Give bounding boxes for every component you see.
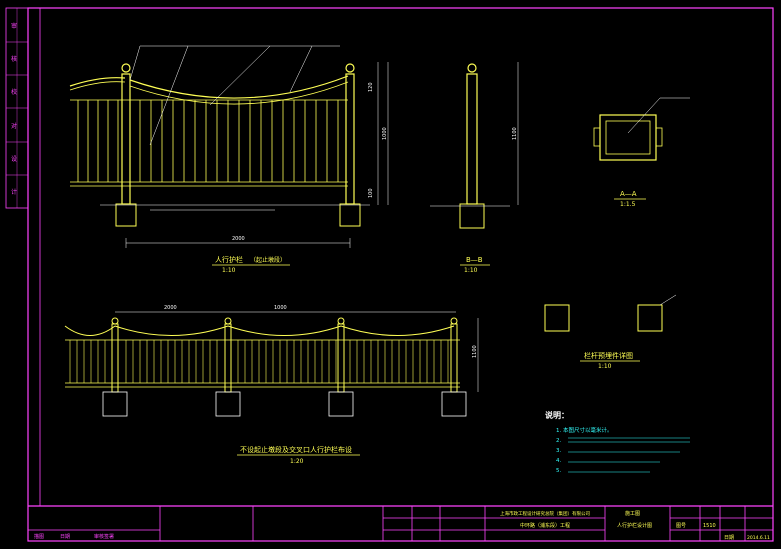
elev-post: [345, 73, 355, 205]
section-b-view: 1100 B—B 1:10: [430, 62, 519, 274]
note-item: 1. 本图尺寸以毫米计。: [556, 426, 613, 434]
dim-height: 1100: [472, 345, 478, 358]
left-binding-column: 审 核 校 对 设 计: [5, 7, 29, 209]
dim-height: 100: [368, 188, 374, 198]
layout-post: [224, 323, 232, 393]
layout-post-cap: [337, 317, 345, 325]
binding-label: 审: [11, 22, 17, 30]
section-a-lug: [655, 127, 663, 147]
dim-span: 1000: [274, 305, 287, 311]
detail-scale: 1:10: [598, 363, 612, 370]
layout-post-cap: [224, 317, 232, 325]
notes: 说明： 1. 本图尺寸以毫米计。 2. 3. 4. 5.: [545, 410, 690, 474]
elev-base: [339, 203, 361, 227]
layout-foundation: [215, 391, 241, 417]
detail-part: [637, 304, 663, 332]
elev-post-cap: [345, 63, 355, 73]
layout-scale: 1:20: [290, 458, 304, 465]
title-block-label: 审核签署: [94, 533, 114, 540]
leader-line: [659, 294, 677, 306]
elevation-view: 2000 120 1000 100 人行护栏 （起止墩段） 1:10: [69, 45, 389, 274]
layout-top-rail: [227, 325, 342, 336]
section-a-inner: [605, 120, 651, 155]
leader-line: [149, 45, 189, 146]
elev-top-rail: [69, 77, 126, 87]
dim-height: 120: [368, 82, 374, 92]
detail-title: 栏杆预埋件详图: [584, 351, 633, 360]
title-block-label: 描图: [34, 533, 44, 540]
leader-line: [289, 45, 313, 93]
note-item: 3.: [556, 448, 561, 454]
sheet-value: 1510: [703, 523, 716, 529]
elev-post: [121, 73, 131, 205]
section-post: [466, 73, 478, 205]
leader-line: [129, 45, 141, 81]
sheet-frame: [27, 7, 774, 542]
section-a-view: A—A 1:1.5: [593, 97, 690, 208]
layout-top-rail: [114, 325, 229, 336]
layout-rails: [64, 325, 460, 388]
date-value: 2014.6.11: [747, 535, 770, 541]
section-a-lug: [593, 127, 601, 147]
binding-label: 校: [11, 88, 17, 96]
elev-balusters: [77, 100, 339, 182]
elev-post-cap: [121, 63, 131, 73]
project-name: 中环路（浦东段）工程: [520, 522, 570, 529]
elev-top-rail: [69, 81, 126, 91]
title-block-label: 日期: [60, 534, 70, 540]
elevation-title: 人行护栏: [215, 255, 243, 264]
post-cap: [467, 63, 477, 73]
binding-label: 对: [11, 122, 17, 130]
detail-view: 栏杆预埋件详图 1:10: [544, 294, 677, 370]
note-item: 2.: [556, 438, 561, 444]
section-b-scale: 1:10: [464, 267, 478, 274]
dim-height: 1000: [382, 127, 388, 140]
layout-view: 2000 1000 1100 不设起止墩段及交叉口人行护栏布设 1:20: [64, 305, 479, 465]
notes-title: 说明：: [545, 410, 569, 420]
elevation-scale: 1:10: [222, 267, 236, 274]
leader-line: [627, 97, 661, 134]
design-unit: 上海市政工程设计研究总院（集团）有限公司: [500, 510, 590, 517]
layout-post: [450, 323, 458, 393]
layout-post-cap: [111, 317, 119, 325]
section-a-outline: [599, 114, 657, 161]
stage: 施工图: [625, 510, 640, 517]
dim-span: 2000: [232, 236, 245, 242]
title-block: 描图 日期 审核签署 上海市政工程设计研究总院（集团）有限公司 中环路（浦东段）…: [28, 506, 773, 541]
layout-title: 不设起止墩段及交叉口人行护栏布设: [240, 445, 352, 454]
layout-balusters: [69, 340, 449, 383]
elevation-subtitle: （起止墩段）: [250, 256, 286, 264]
dim-height: 1100: [512, 127, 518, 140]
elev-base: [115, 203, 137, 227]
layout-foundation: [328, 391, 354, 417]
layout-foundation: [441, 391, 467, 417]
section-a-scale: 1:1.5: [620, 201, 636, 208]
leader-line: [209, 45, 271, 106]
elev-top-rail: [129, 75, 349, 99]
sheet-label: 图号: [676, 523, 686, 529]
note-item: 5.: [556, 468, 561, 474]
note-item: 4.: [556, 458, 561, 464]
layout-foundation: [102, 391, 128, 417]
dim-span: 2000: [164, 305, 177, 311]
binding-label: 设: [11, 155, 17, 163]
layout-post-cap: [450, 317, 458, 325]
detail-part: [544, 304, 570, 332]
layout-post: [337, 323, 345, 393]
layout-top-rail: [64, 325, 116, 336]
layout-top-rail: [340, 325, 455, 336]
binding-label: 计: [11, 188, 17, 196]
drawing-name: 人行护栏设计图: [617, 522, 652, 529]
section-a-title: A—A: [620, 190, 637, 198]
section-b-title: B—B: [466, 256, 483, 264]
layout-posts: [102, 317, 467, 417]
date-label: 日期: [724, 535, 734, 541]
elev-top-rail: [129, 81, 349, 105]
layout-post: [111, 323, 119, 393]
section-base: [459, 203, 485, 229]
binding-label: 核: [11, 55, 17, 63]
